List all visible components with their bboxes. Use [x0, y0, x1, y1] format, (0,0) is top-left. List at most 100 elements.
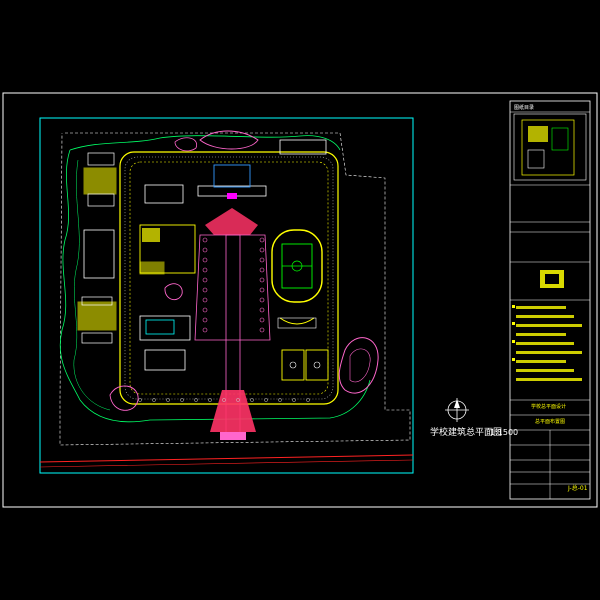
tree-icon — [259, 237, 265, 243]
running-track — [271, 229, 323, 303]
tree-icon — [306, 398, 310, 402]
note-line — [516, 342, 574, 345]
sports-field — [271, 229, 323, 303]
tree-icon — [250, 398, 254, 402]
note-marker — [512, 305, 515, 308]
tree-icon — [278, 398, 282, 402]
south-road-line — [39, 454, 414, 463]
note-line — [516, 369, 574, 372]
tree-icon — [208, 398, 212, 402]
tree-icon — [202, 327, 208, 333]
tree-icon — [259, 327, 265, 333]
tree-icon — [194, 398, 198, 402]
drawing-title: 学校建筑总平面图 — [430, 426, 502, 438]
tree-icon — [259, 317, 265, 323]
key-plan-block — [527, 149, 545, 169]
green-path-outer — [59, 149, 371, 423]
tree-icon — [138, 398, 142, 402]
south-road-line-2 — [39, 459, 414, 468]
tree-icon — [202, 307, 208, 313]
court-circle-2 — [313, 361, 321, 369]
note-line — [516, 351, 582, 354]
plaza-north-fan — [205, 208, 258, 235]
note-marker — [512, 340, 515, 343]
teaching-building-west-2 — [139, 261, 165, 275]
drawing-number: J-总-01 — [567, 484, 588, 492]
title-block-header: 图纸目录 — [514, 104, 534, 111]
green-path-inner — [73, 159, 111, 411]
ring-road-outer — [119, 151, 339, 405]
ring-road-inner — [129, 161, 329, 395]
note-line — [516, 378, 582, 381]
project-name: 学校总平面设计 — [531, 403, 566, 410]
grandstand — [279, 317, 315, 325]
plaza-entry — [220, 432, 246, 440]
site-plan-border — [39, 117, 414, 474]
note-line — [516, 315, 574, 318]
landscape-sw — [109, 385, 139, 411]
pitch-center-circle — [291, 260, 303, 272]
tree-icon — [166, 398, 170, 402]
basketball-court-2 — [305, 349, 329, 381]
building-nw-hatch — [83, 167, 117, 195]
landscape-east — [338, 337, 379, 394]
note-marker — [512, 358, 515, 361]
note-line — [516, 360, 566, 363]
plaza-south-fan — [210, 390, 256, 432]
drawing-scale: 1:1500 — [490, 428, 518, 437]
landscape-ne-2 — [174, 137, 198, 152]
key-plan-field — [551, 127, 569, 151]
tree-icon — [202, 267, 208, 273]
teaching-building-west — [139, 224, 196, 274]
tree-icon — [202, 257, 208, 263]
tree-icon — [180, 398, 184, 402]
north-arrow-icon — [445, 398, 469, 422]
lab-building-court — [145, 319, 175, 335]
title-block-notes — [512, 305, 582, 381]
building-sw-hatch — [77, 301, 117, 331]
lab-building — [139, 315, 191, 341]
tree-icon — [202, 287, 208, 293]
building-north-east — [279, 139, 327, 155]
tree-icon — [222, 398, 226, 402]
landscape-west — [164, 283, 183, 301]
company-logo-inner — [545, 274, 559, 284]
tree-icon — [259, 277, 265, 283]
tree-icon — [202, 237, 208, 243]
building-nw-1 — [87, 152, 115, 166]
building-west-mid — [83, 229, 115, 279]
tree-icon — [259, 247, 265, 253]
tree-icon — [236, 398, 240, 402]
building-north-magenta — [227, 193, 237, 199]
drawing-frame — [2, 92, 598, 508]
tree-icon — [152, 398, 156, 402]
building-sw-1 — [81, 296, 113, 306]
landscape-ne — [199, 130, 259, 150]
tree-icon — [292, 398, 296, 402]
note-line — [516, 333, 566, 336]
tree-icon — [259, 287, 265, 293]
tree-icon — [202, 297, 208, 303]
teaching-building-west-hatch — [142, 228, 160, 242]
plaza-main — [194, 234, 271, 341]
green-path-north — [69, 135, 341, 151]
building-north-west — [144, 184, 184, 204]
tree-icon — [259, 267, 265, 273]
key-plan-site — [521, 119, 575, 176]
tree-icon — [259, 307, 265, 313]
tree-icon — [202, 247, 208, 253]
note-line — [516, 306, 566, 309]
tree-icon — [259, 257, 265, 263]
plaza-tree-group — [138, 237, 310, 402]
site-plan: 学校建筑总平面图 1:1500 — [39, 117, 518, 474]
central-plaza — [194, 208, 271, 440]
key-plan-box — [513, 113, 587, 181]
grandstand-base — [277, 317, 317, 329]
note-line — [516, 324, 582, 327]
title-block: 图纸目录 学校总平面设计 总平面布置图 J-总-01 — [509, 100, 591, 500]
building-sw-2 — [81, 332, 113, 344]
title-block-rows — [510, 111, 590, 499]
basketball-court-1 — [281, 349, 305, 381]
drawing-name: 总平面布置图 — [535, 418, 565, 425]
tree-icon — [202, 317, 208, 323]
